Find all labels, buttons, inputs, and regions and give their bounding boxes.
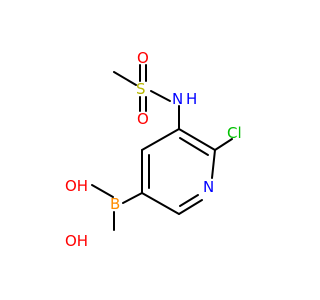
ring-c2-c3 bbox=[178, 128, 216, 151]
ring-c6-n bbox=[178, 199, 203, 215]
bond-c2-cl bbox=[214, 138, 233, 151]
ring-c3-c4 bbox=[141, 128, 180, 151]
atom-oh-top: OH bbox=[65, 177, 88, 195]
atom-n-ring: N bbox=[203, 178, 214, 196]
atom-n-amide: N bbox=[172, 90, 183, 108]
atom-cl: Cl bbox=[227, 124, 242, 142]
bond-c5-b bbox=[122, 192, 143, 204]
bond-b-oh-top bbox=[91, 184, 114, 198]
ring-c6-n-double bbox=[179, 194, 199, 207]
atom-s: S bbox=[136, 80, 146, 98]
bond-s-n bbox=[150, 90, 171, 102]
bond-methyl-s bbox=[113, 71, 137, 86]
atom-b: B bbox=[110, 195, 120, 213]
ring-c5-c6 bbox=[141, 192, 180, 215]
atom-h-amide: H bbox=[186, 90, 197, 108]
atom-labels: S O O N H Cl N B OH OH bbox=[65, 49, 242, 250]
ring-n-c2 bbox=[211, 149, 216, 179]
ring-c2-c3-double bbox=[179, 137, 209, 156]
atom-oh-bot: OH bbox=[65, 232, 88, 250]
atom-o-top: O bbox=[137, 49, 149, 67]
bonds bbox=[91, 64, 233, 231]
atom-o-bot: O bbox=[137, 110, 149, 128]
molecule-diagram: S O O N H Cl N B OH OH bbox=[65, 49, 242, 250]
